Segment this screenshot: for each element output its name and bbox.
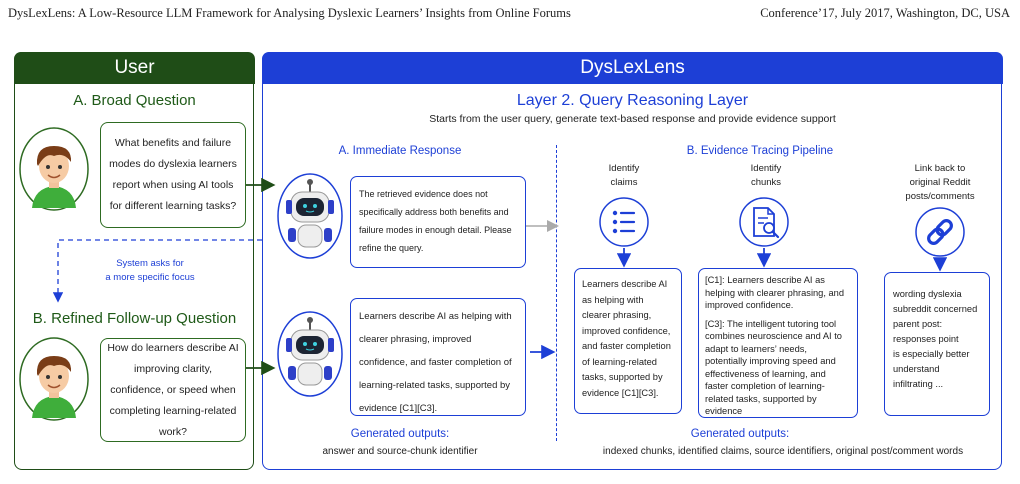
refined-question-box: How do learners describe AI improving cl… (100, 338, 246, 442)
link-back-label: Link back to original Reddit posts/comme… (890, 162, 990, 204)
system-note-line2: a more specific focus (105, 272, 195, 283)
broad-question-box: What benefits and failure modes do dysle… (100, 122, 246, 228)
immediate-outputs-text: answer and source-chunk identifier (322, 446, 478, 457)
immediate-response-box-1: The retrieved evidence does not specific… (350, 176, 526, 268)
section-divider (556, 145, 557, 441)
immediate-response-box-2: Learners describe AI as helping with cle… (350, 298, 526, 416)
reddit-word-line: subreddit concerned (893, 304, 978, 314)
list-icon (598, 196, 650, 248)
robot-icon (276, 308, 344, 398)
link-back-line3: posts/comments (905, 191, 975, 202)
document-search-icon (738, 196, 790, 248)
link-icon (914, 206, 966, 258)
reddit-word-line: parent post: (893, 319, 943, 329)
reddit-word-line: understand (893, 364, 940, 374)
identify-claims-line2: claims (610, 177, 638, 188)
link-back-line2: original Reddit (909, 177, 971, 188)
claims-box: Learners describe AI as helping with cle… (574, 268, 682, 414)
chunks-box: [C1]: Learners describe AI as helping wi… (698, 268, 858, 418)
reddit-word-line: wording dyslexia (893, 289, 962, 299)
reddit-words-box: wording dyslexia subreddit concerned par… (884, 272, 990, 416)
immediate-outputs-label: Generated outputs: (350, 428, 450, 440)
identify-chunks-line2: chunks (750, 177, 782, 188)
identify-chunks-line1: Identify (750, 163, 782, 174)
link-back-line1: Link back to (914, 163, 966, 174)
broad-question-heading: A. Broad Question (73, 92, 196, 109)
robot-icon (276, 170, 344, 260)
reddit-word-line: infiltrating ... (893, 379, 944, 389)
boy-avatar-icon (18, 126, 90, 212)
reddit-word-line: responses point (893, 334, 959, 344)
user-panel-title: User (14, 52, 255, 84)
evidence-pipeline-heading: B. Evidence Tracing Pipeline (686, 145, 834, 157)
system-note-line1: System asks for (116, 258, 184, 269)
dyslexlens-panel-title: DysLexLens (262, 52, 1003, 84)
identify-chunks-label: Identify chunks (726, 162, 806, 190)
chunk-c3: [C3]: The intelligent tutoring tool comb… (705, 318, 842, 417)
layer-subtitle: Starts from the user query, generate tex… (429, 113, 836, 125)
system-note: System asks for a more specific focus (75, 257, 225, 285)
identify-claims-line1: Identify (608, 163, 640, 174)
layer-title: Layer 2. Query Reasoning Layer (516, 92, 749, 109)
evidence-outputs-text: indexed chunks, identified claims, sourc… (602, 446, 964, 457)
reddit-word-line: is especially better (893, 349, 970, 359)
refined-question-heading: B. Refined Follow-up Question (32, 310, 237, 327)
arrow-system-feedback (52, 239, 262, 303)
header-left: DysLexLens: A Low-Resource LLM Framework… (8, 6, 571, 20)
boy-avatar-icon (18, 336, 90, 422)
header-right: Conference’17, July 2017, Washington, DC… (760, 6, 1010, 20)
evidence-outputs-label: Generated outputs: (690, 428, 790, 440)
identify-claims-label: Identify claims (584, 162, 664, 190)
immediate-response-heading: A. Immediate Response (338, 145, 462, 157)
chunk-c1: [C1]: Learners describe AI as helping wi… (705, 275, 845, 310)
